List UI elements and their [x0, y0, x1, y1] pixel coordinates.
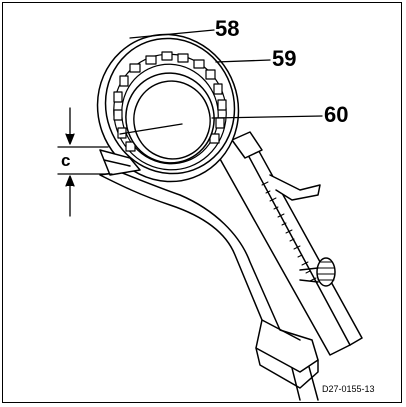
- leader-58: [129, 29, 215, 39]
- dimension-c: [57, 107, 113, 217]
- sliding-jaw: [99, 171, 336, 389]
- caliper-beam: [214, 134, 363, 401]
- figure-code: D27-0155-13: [322, 384, 375, 394]
- part-label-60: 60: [324, 102, 349, 127]
- leader-59: [215, 59, 271, 63]
- dimension-label-c: c: [61, 151, 71, 170]
- leader-60: [211, 115, 323, 119]
- thumb-wheel: [316, 257, 336, 287]
- bearing-inner-race: [125, 72, 215, 164]
- part-label-58: 58: [215, 16, 240, 41]
- rollers: [113, 51, 227, 152]
- race-section: [99, 149, 141, 176]
- part-label-59: 59: [272, 46, 297, 71]
- leader-lines: [119, 29, 323, 135]
- upper-jaw: [231, 131, 321, 201]
